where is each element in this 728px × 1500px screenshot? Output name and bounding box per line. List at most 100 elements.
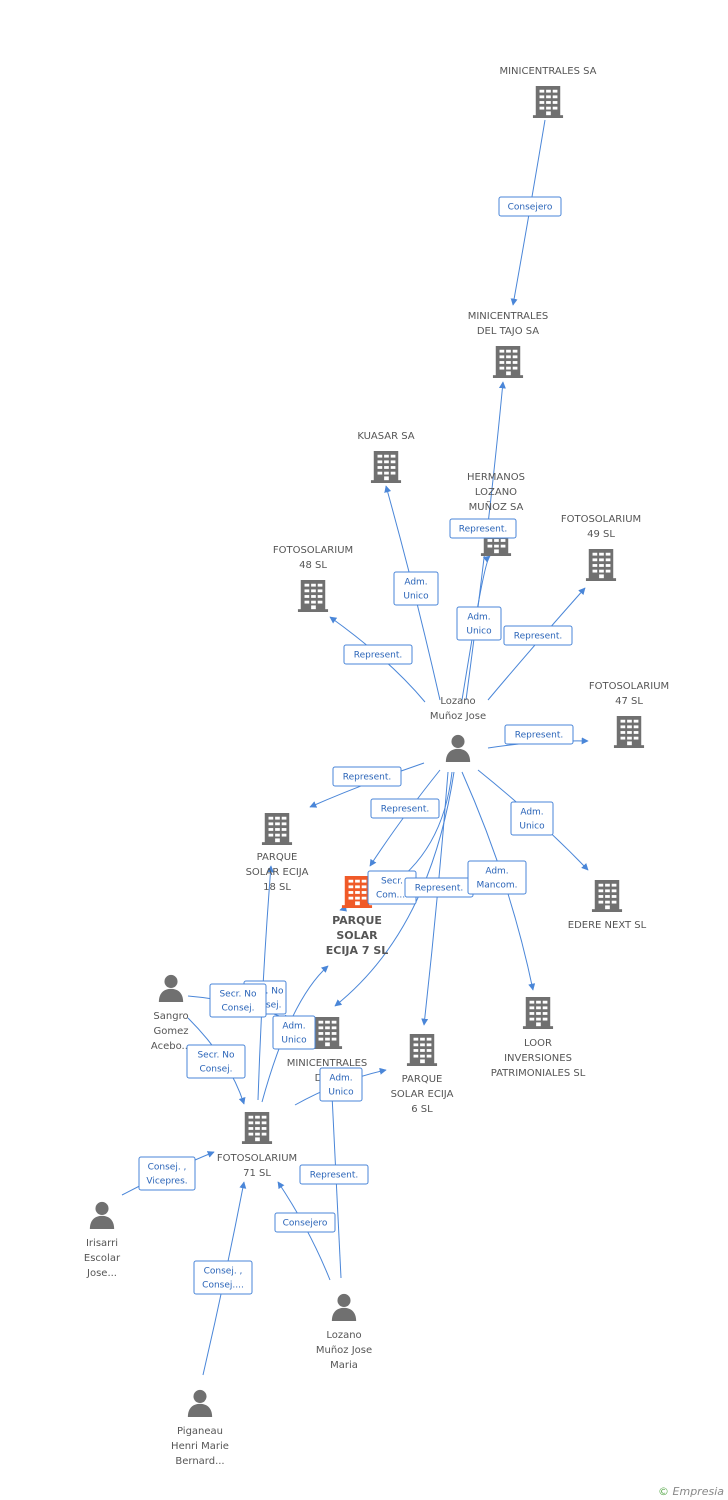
edge-label-text: Represent. — [310, 1171, 358, 1181]
edge-label-e16[interactable]: Secr. No Consej. — [209, 983, 267, 1018]
node-sangro[interactable]: SangroGomezAcebo... — [151, 974, 191, 1052]
node-label: FOTOSOLARIUM — [561, 514, 641, 525]
node-label: LOOR — [524, 1038, 552, 1049]
building-icon — [585, 549, 617, 581]
edge-label-text: Consej. , — [148, 1163, 187, 1173]
edge-label-e7[interactable]: Represent. — [504, 724, 574, 745]
edge-label-e12[interactable]: Represent. — [404, 877, 474, 898]
edge-label-box — [193, 1260, 253, 1295]
edge-label-text: Adm. — [520, 808, 543, 818]
edge-label-e17[interactable]: Adm.Unico — [319, 1067, 363, 1102]
edge-label-e5[interactable]: Represent. — [503, 625, 573, 646]
building-icon — [613, 716, 645, 748]
node-label: Lozano — [326, 1330, 361, 1341]
building-icon — [406, 1034, 438, 1066]
edge-label-box — [370, 798, 440, 819]
edge-label-text: Consejero — [508, 203, 553, 213]
node-minicentrales-sa[interactable]: MINICENTRALES SA — [499, 66, 597, 118]
edge-label-text: Unico — [328, 1088, 354, 1098]
edge-label-text: Secr. No — [219, 990, 257, 1000]
node-irisarri[interactable]: IrisarriEscolarJose... — [84, 1201, 121, 1279]
node-label: FOTOSOLARIUM — [273, 545, 353, 556]
node-label: Escolar — [84, 1253, 121, 1264]
edge-label-text: Unico — [403, 592, 429, 602]
edge-label-box — [510, 801, 554, 836]
edge-label-e10[interactable]: Adm.Unico — [510, 801, 554, 836]
edge-label-text: Consej. — [199, 1065, 232, 1075]
edge-label-text: Adm. — [485, 867, 508, 877]
edge-label-e9[interactable]: Represent. — [370, 798, 440, 819]
edge-label-e20[interactable]: Consejero — [274, 1212, 336, 1233]
edge-label-e13[interactable]: Adm.Mancom. — [467, 860, 527, 895]
edge-label-text: Consej. — [221, 1004, 254, 1014]
building-icon — [522, 997, 554, 1029]
node-label: MINICENTRALES SA — [499, 66, 596, 77]
edge-label-box — [332, 766, 402, 787]
edge-label-e2[interactable]: Represent. — [449, 518, 517, 539]
node-label: MINICENTRALES — [468, 311, 549, 322]
edge-label-e1[interactable]: Consejero — [498, 196, 562, 217]
edge-e5 — [487, 587, 586, 701]
edge-label-text: Consej.... — [202, 1281, 244, 1291]
edge-label-e11[interactable]: Secr.Com.... — [367, 870, 417, 905]
edge-e12 — [421, 771, 449, 1026]
edge-label-text: Consej. , — [204, 1267, 243, 1277]
edge-label-box — [299, 1164, 369, 1185]
edge-label-e19[interactable]: Represent. — [299, 1164, 369, 1185]
edge-label-e3[interactable]: Adm.Unico — [393, 571, 439, 606]
edge-label-box — [272, 1015, 316, 1050]
person-icon — [158, 974, 184, 1002]
edge-label-e8[interactable]: Represent. — [332, 766, 402, 787]
node-label: Jose... — [86, 1268, 117, 1279]
edge-label-e18[interactable]: Consej. ,Vicepres. — [138, 1156, 196, 1191]
building-icon — [532, 86, 564, 118]
node-label: Maria — [330, 1360, 358, 1371]
edge-label-text: Consejero — [283, 1219, 328, 1229]
edge-label-text: Represent. — [459, 525, 507, 535]
edge-label-e4[interactable]: Adm.Unico — [456, 606, 502, 641]
building-icon — [241, 1112, 273, 1144]
edge-label-text: Represent. — [415, 884, 463, 894]
edge-label-e21[interactable]: Consej. , Consej.... — [193, 1260, 253, 1295]
edge-label-text: Secr. — [381, 877, 403, 887]
edge-e19 — [328, 1094, 342, 1279]
edge-e9 — [369, 769, 441, 867]
edge-label-text: Represent. — [354, 651, 402, 661]
node-label: 6 SL — [411, 1104, 433, 1115]
node-label: Bernard... — [175, 1456, 224, 1467]
edge-label-box — [504, 724, 574, 745]
edge-label-text: Adm. — [282, 1022, 305, 1032]
node-label: 47 SL — [615, 696, 643, 707]
edge-label-e15[interactable]: Adm.Unico — [272, 1015, 316, 1050]
node-edere[interactable]: EDERE NEXT SL — [568, 880, 647, 931]
building-icon — [591, 880, 623, 912]
brand-logo[interactable]: Empresia — [672, 1485, 724, 1498]
edge-label-box — [498, 196, 562, 217]
node-kuasar[interactable]: KUASAR SA — [357, 431, 415, 483]
node-label: SOLAR ECIJA — [246, 867, 309, 878]
node-label: SOLAR — [336, 929, 378, 942]
node-label: PATRIMONIALES SL — [491, 1068, 586, 1079]
node-label: 18 SL — [263, 882, 291, 893]
edge-label-box — [343, 644, 413, 665]
edge-label-e6[interactable]: Represent. — [343, 644, 413, 665]
edge-label-box — [138, 1156, 196, 1191]
edge-label-text: Represent. — [381, 805, 429, 815]
